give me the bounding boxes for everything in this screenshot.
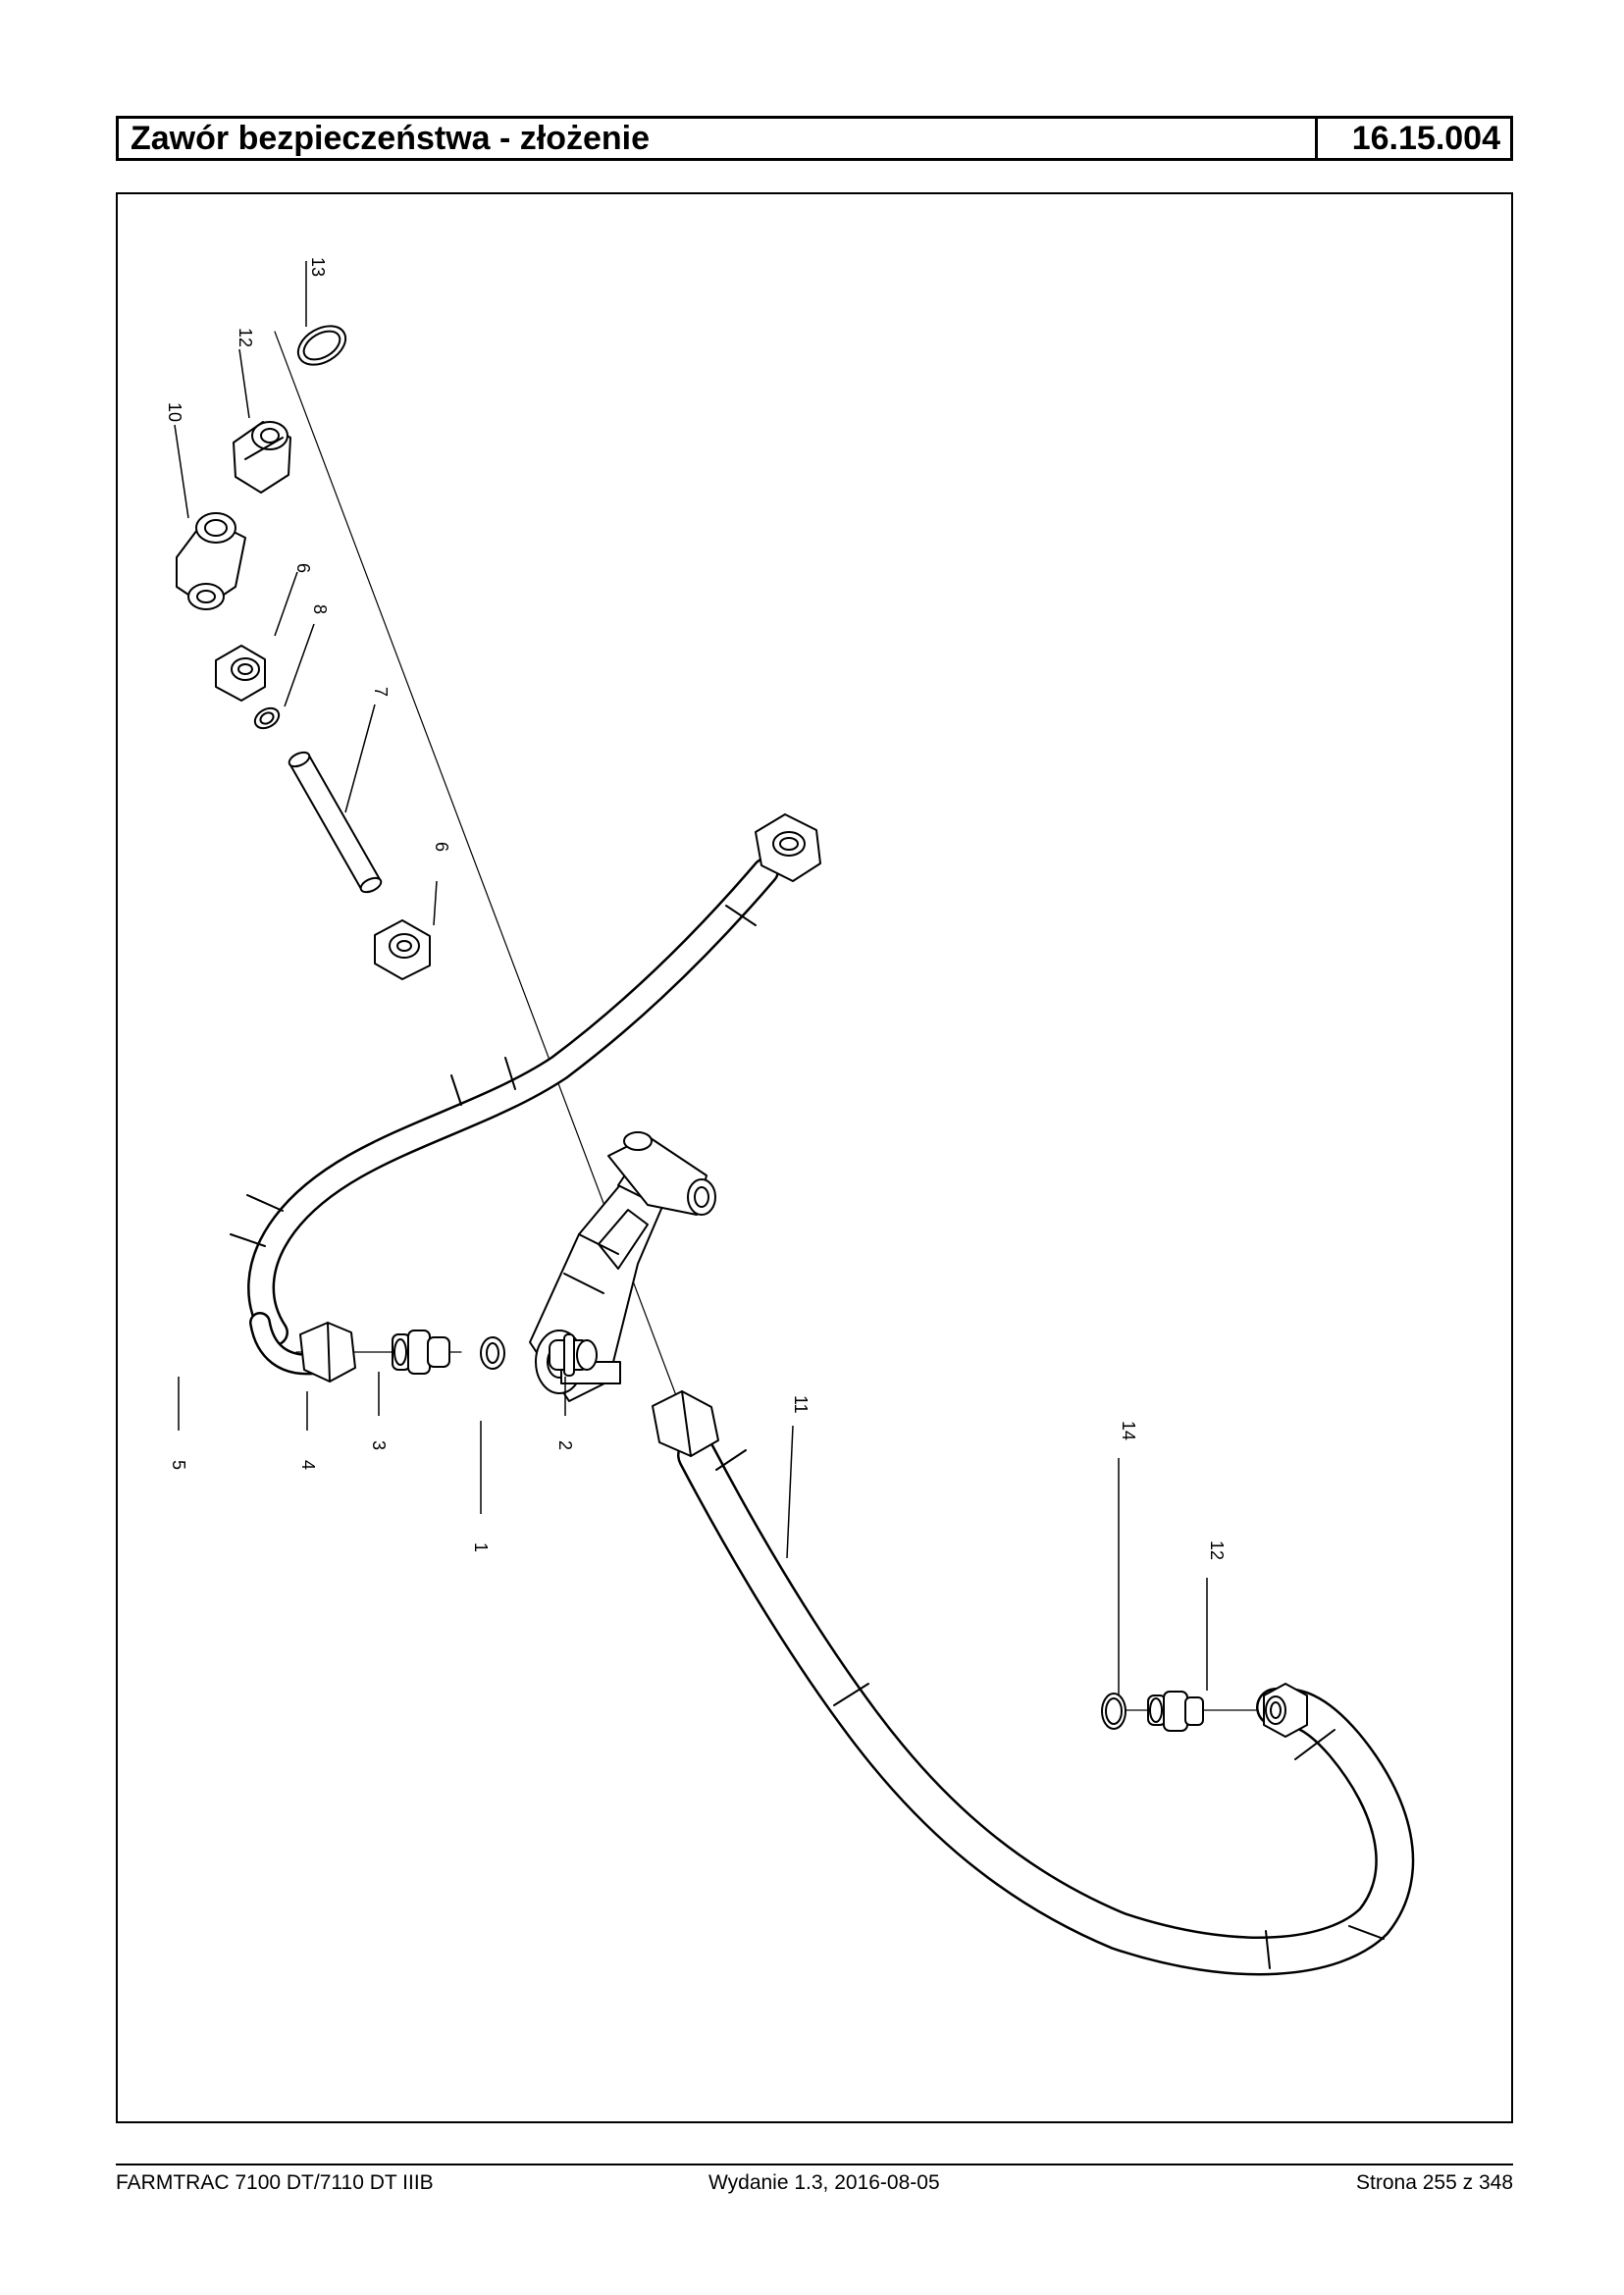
leader-line-6-upper — [274, 571, 298, 637]
exploded-diagram-frame: 13 12 10 6 8 7 6 5 4 3 1 2 11 14 12 — [116, 192, 1513, 2123]
callout-label-7: 7 — [371, 687, 391, 697]
leader-line-10 — [238, 348, 250, 419]
exploded-view-drawing: 13 12 10 6 8 7 6 5 4 3 1 2 11 14 12 — [165, 257, 1415, 1976]
part-10-adapter — [233, 421, 291, 494]
callouts — [174, 261, 1208, 1695]
part-3-washer — [480, 1336, 505, 1370]
callout-label-2: 2 — [555, 1440, 575, 1450]
part-11-seal-ring — [296, 325, 347, 366]
footer-model: FARMTRAC 7100 DT/7110 DT IIIB — [116, 2171, 434, 2194]
callout-label-14: 14 — [1119, 1421, 1138, 1440]
leader-line-12 — [786, 1425, 794, 1559]
part-9-elbow-fitting — [176, 512, 246, 610]
part-12-hose-nut — [652, 1390, 719, 1457]
page-title: Zawór bezpieczeństwa - złożenie — [119, 119, 1318, 158]
callout-label-5: 5 — [169, 1460, 188, 1470]
upper-hose-nut — [755, 813, 821, 882]
part-6-nut-upper — [215, 645, 266, 702]
part-12-lower-hose — [677, 1435, 1415, 1976]
footer-divider — [116, 2164, 1513, 2165]
part-6-nut-lower — [374, 919, 431, 980]
leader-line-9 — [174, 424, 189, 519]
upper-hose — [230, 858, 779, 1346]
callout-label-6-lower: 6 — [432, 842, 451, 852]
part-2-plug — [549, 1333, 598, 1377]
part-5-hose-elbow-nut — [249, 1312, 356, 1382]
part-13-adapter — [1147, 1691, 1204, 1732]
footer-edition: Wydanie 1.3, 2016-08-05 — [708, 2171, 940, 2194]
callout-label-4: 4 — [298, 1460, 318, 1470]
page-header: Zawór bezpieczeństwa - złożenie 16.15.00… — [116, 116, 1513, 161]
callout-label-11: 13 — [308, 257, 328, 277]
callout-label-10: 12 — [236, 328, 255, 347]
leader-line-6-lower — [433, 880, 438, 926]
leader-line-7 — [344, 704, 376, 813]
part-8-o-ring — [253, 706, 281, 730]
callout-label-6-upper: 6 — [293, 563, 313, 573]
callout-label-12: 11 — [791, 1395, 811, 1414]
callout-label-3: 3 — [369, 1440, 389, 1450]
part-14-seal-ring — [1101, 1693, 1126, 1730]
callout-label-13: 12 — [1207, 1540, 1227, 1560]
callout-label-9: 10 — [165, 402, 184, 422]
document-code: 16.15.004 — [1351, 120, 1500, 157]
part-7-pipe — [288, 751, 383, 894]
callout-label-1: 1 — [471, 1542, 491, 1552]
footer-page-number: Strona 255 z 348 — [1356, 2171, 1513, 2194]
callout-label-8: 8 — [310, 604, 330, 614]
leader-line-8 — [284, 623, 315, 707]
part-12-outlet-nut — [1263, 1683, 1308, 1738]
part-4-adapter — [392, 1330, 450, 1375]
